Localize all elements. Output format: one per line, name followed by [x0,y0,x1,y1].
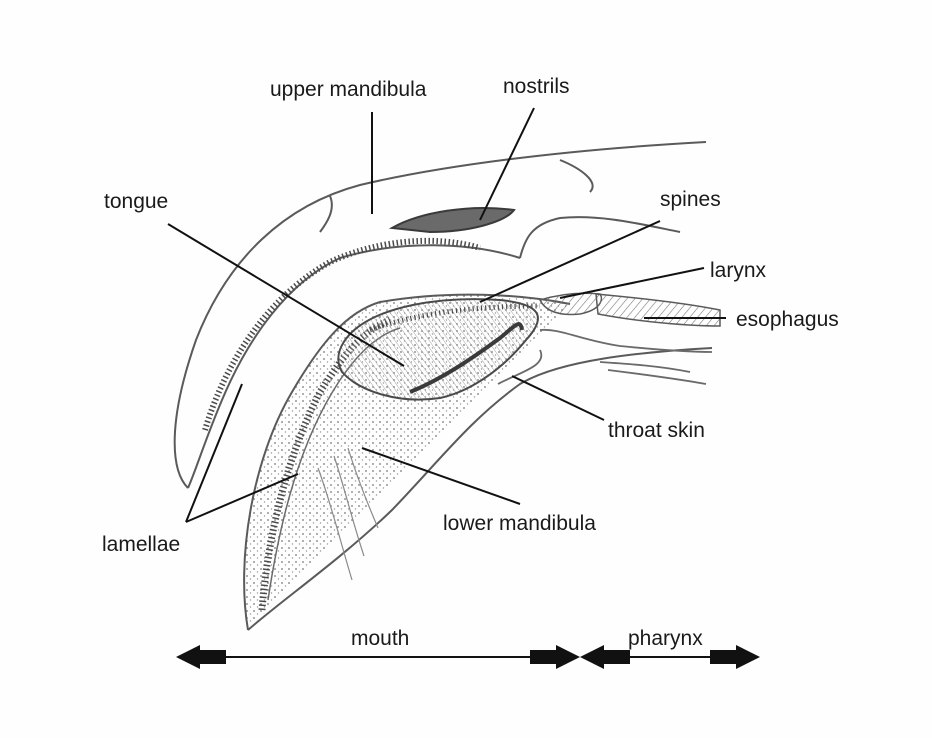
label-upper-mandibula: upper mandibula [270,78,427,101]
label-lower-mandibula: lower mandibula [443,512,596,535]
tongue-shape [337,298,539,401]
leader-tongue [167,223,405,367]
label-esophagus: esophagus [736,308,839,331]
upper-lamellae-shape [202,237,481,431]
leader-spines [479,220,661,303]
label-pharynx-region: pharynx [628,627,703,650]
leader-lamellae-lower [185,473,299,523]
label-spines: spines [660,188,721,211]
tongue-base-shape [409,322,524,394]
esophagus-shape [595,293,721,327]
region-arrows [176,645,760,669]
label-nostrils: nostrils [503,75,570,98]
leader-larynx [559,267,705,299]
label-lamellae: lamellae [102,533,181,556]
leader-lines [167,107,726,523]
pharynx-arrow-left-head [580,645,630,669]
leader-lower-mandibula [361,447,521,505]
leader-nostrils [479,107,535,221]
mouth-arrow-left-head [176,645,226,669]
leader-throat-skin [511,375,605,421]
label-larynx: larynx [710,259,767,282]
nostril-shape [388,207,516,234]
label-mouth-region: mouth [351,627,410,650]
leader-lamellae-upper [185,383,243,523]
label-tongue: tongue [104,190,169,213]
throat-skin-shape [497,328,713,385]
pharynx-arrow-right-head [710,645,760,669]
label-throat-skin: throat skin [608,419,705,442]
mouth-arrow-right-head [530,645,580,669]
lower-mandibula-fibres [317,447,379,581]
upper-mandibula-shape [173,141,707,489]
